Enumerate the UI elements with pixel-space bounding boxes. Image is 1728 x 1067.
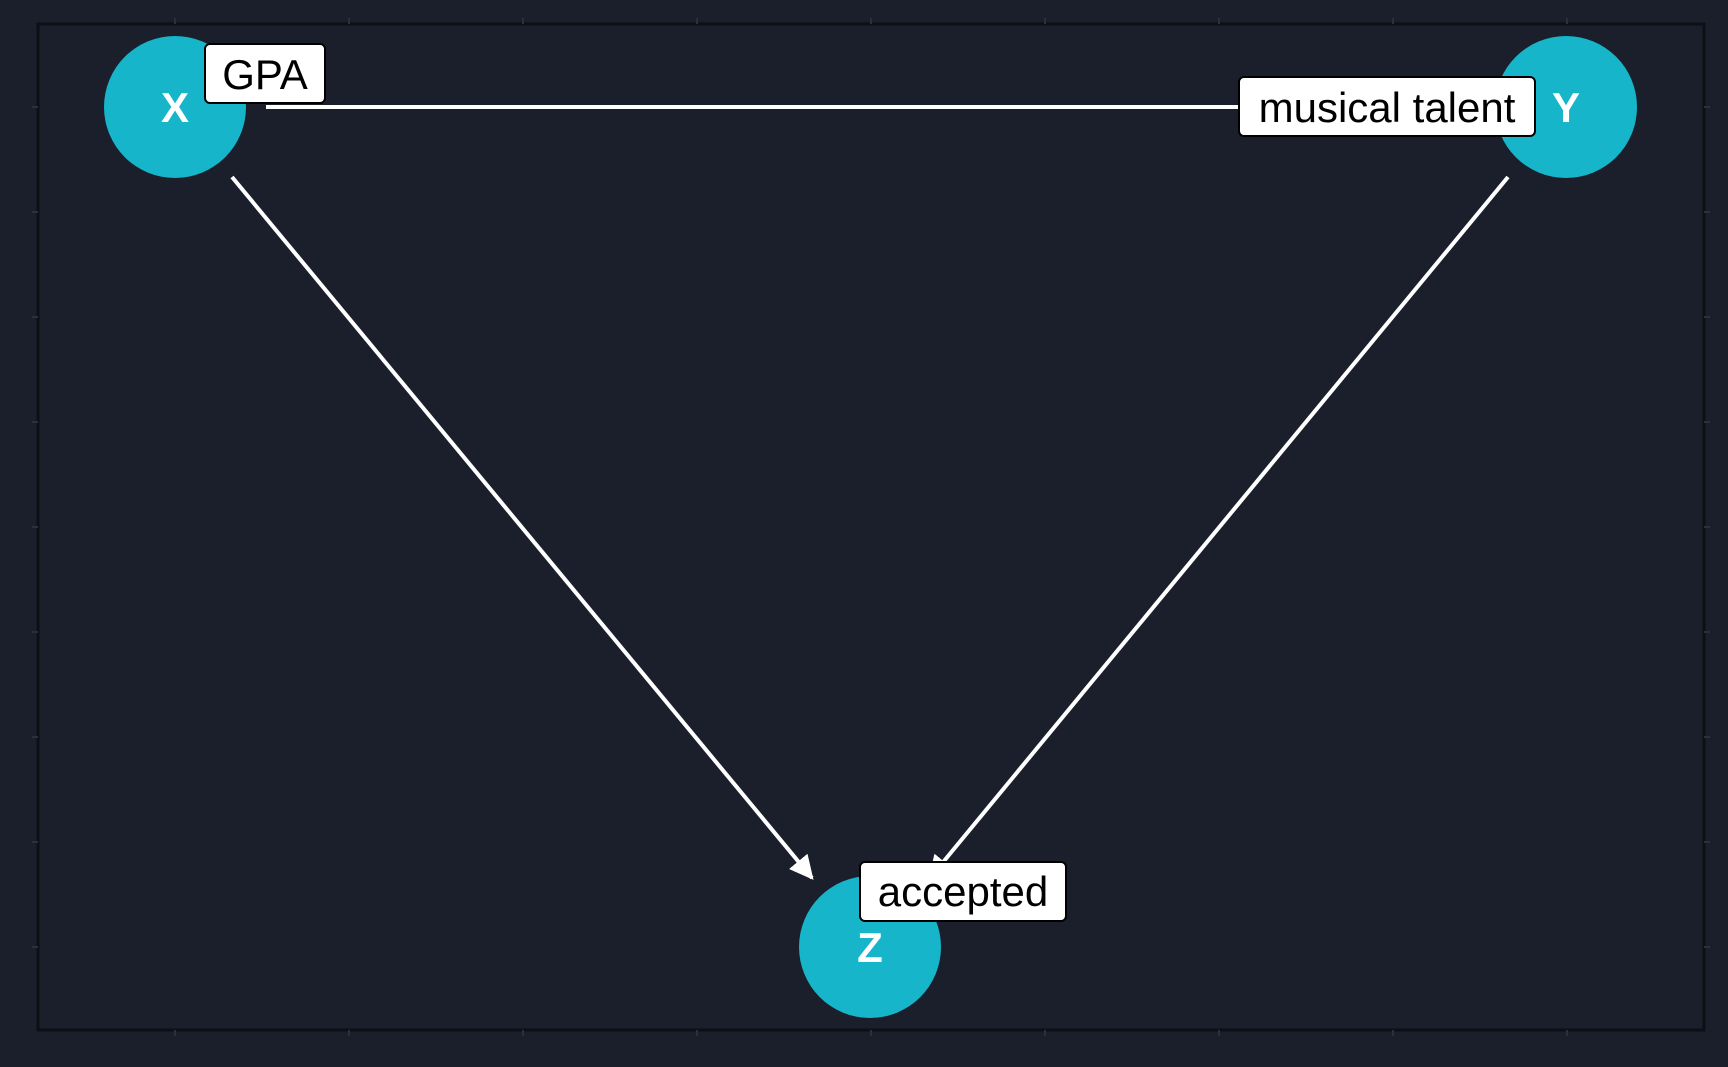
node-y[interactable]: Y [1495,36,1637,178]
node-y-letter: Y [1552,84,1580,131]
label-accepted-text: accepted [878,868,1048,915]
label-musical-talent-text: musical talent [1259,84,1516,131]
label-gpa-text: GPA [222,51,308,98]
labels-layer: GPA musical talent accepted [204,43,1536,922]
label-accepted: accepted [859,861,1067,922]
label-musical-talent: musical talent [1238,76,1536,137]
label-accepted-box [859,861,1067,922]
edges-layer [230,105,1510,880]
node-x-letter: X [161,84,189,131]
node-y-circle [1495,36,1637,178]
edge-y-to-z [928,175,1510,880]
label-gpa: GPA [204,43,326,104]
label-musical-talent-box [1238,76,1536,137]
edge-x-to-z [230,175,814,880]
node-z-letter: Z [857,924,883,971]
panel-ticks [32,18,1710,1036]
label-gpa-box [204,43,326,104]
